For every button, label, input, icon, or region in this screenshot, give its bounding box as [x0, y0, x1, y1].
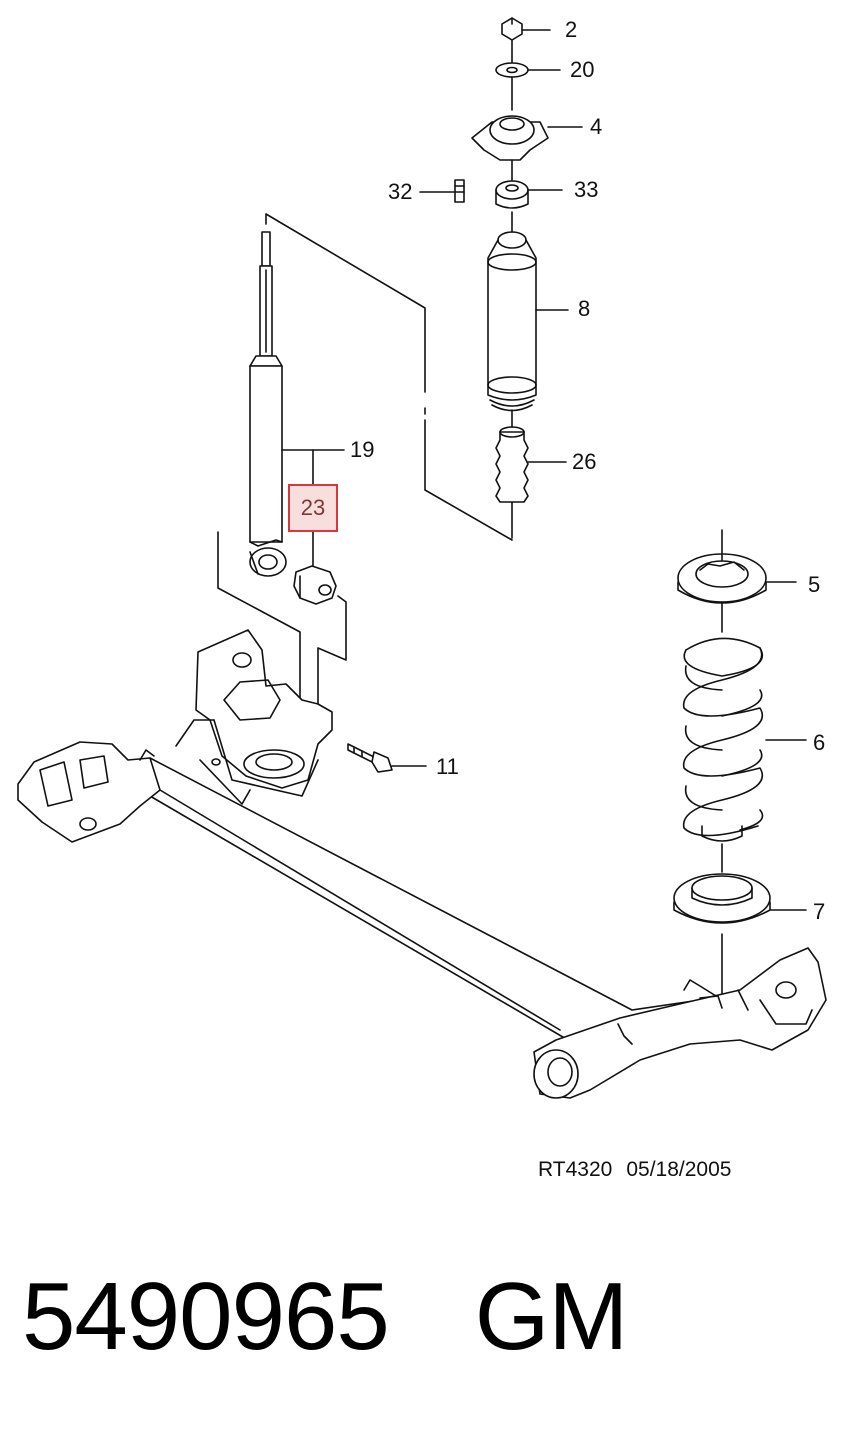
- bump-stop: [495, 426, 567, 503]
- callout-5: 5: [808, 572, 821, 597]
- callout-33: 33: [574, 177, 599, 202]
- axle-bolt: [347, 743, 427, 773]
- shock-absorber: [249, 231, 345, 577]
- top-mount: [471, 115, 583, 161]
- upper-spring-seat: [677, 553, 797, 604]
- reference-date: 05/18/2005: [626, 1158, 732, 1181]
- lower-spring-seat: [673, 873, 807, 924]
- callout-32: 32: [388, 179, 413, 204]
- bushing: [293, 565, 337, 605]
- mount-bolt: [419, 179, 465, 203]
- callout-19: 19: [350, 437, 375, 462]
- callout-6: 6: [813, 730, 826, 755]
- rear-axle-beam: [17, 629, 827, 1099]
- brand-name: GM: [474, 1263, 629, 1370]
- callout-8: 8: [578, 296, 591, 321]
- coil-spring: [682, 637, 807, 842]
- suspension-exploded-diagram: [17, 17, 827, 1099]
- reference-code: RT4320: [538, 1158, 613, 1181]
- callout-26: 26: [572, 449, 597, 474]
- callout-23-highlighted[interactable]: 23: [288, 484, 338, 532]
- callout-11: 11: [436, 754, 459, 779]
- callout-7: 7: [813, 899, 826, 924]
- washer: [495, 62, 561, 78]
- callout-20: 20: [570, 57, 595, 82]
- dust-boot: [487, 231, 569, 412]
- callout-4: 4: [590, 114, 603, 139]
- part-caption: 5490965 GM: [22, 1262, 629, 1372]
- callout-2: 2: [565, 17, 578, 42]
- diagram-reference: RT4320 05/18/2005: [538, 1158, 745, 1182]
- bump-washer: [495, 180, 563, 209]
- top-nut: [501, 17, 551, 41]
- part-number: 5490965: [22, 1263, 390, 1370]
